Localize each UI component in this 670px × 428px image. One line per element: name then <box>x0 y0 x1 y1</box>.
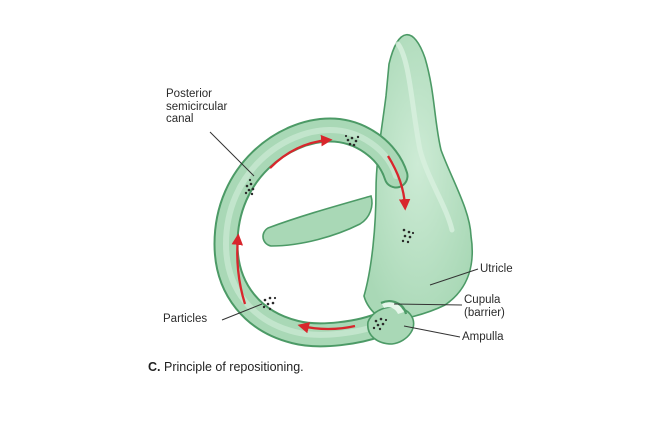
ampulla-label: Ampulla <box>462 331 504 343</box>
cupula <box>380 300 408 315</box>
cupula-fill <box>382 302 404 314</box>
cupula-label: Cupula (barrier) <box>464 294 505 319</box>
caption-text: Principle of repositioning. <box>163 360 304 374</box>
posterior-semicircular-canal <box>213 117 409 348</box>
cupula-label-line2: (barrier) <box>464 306 505 319</box>
leader-line-particles <box>221 303 263 321</box>
utricle-label: Utricle <box>480 263 513 275</box>
particle-cluster-bottom <box>372 317 388 331</box>
posterior-label: Posterior semicircular canal <box>166 88 227 126</box>
particle-cluster-upper-left <box>244 178 255 196</box>
utricle-body <box>363 33 474 323</box>
figure-caption: C. Principle of repositioning. <box>148 360 304 374</box>
posterior-label-line3: canal <box>166 113 194 125</box>
arrow-canal-bottom <box>297 322 356 334</box>
arrow-canal-top <box>269 134 333 169</box>
ampulla <box>367 306 415 345</box>
leader-line-posterior <box>209 131 255 177</box>
particle-cluster-lower-left <box>262 296 277 311</box>
caption-letter: C. <box>148 360 161 374</box>
particle-cluster-utricle <box>401 228 415 244</box>
particles-label: Particles <box>163 313 208 325</box>
arrow-canal-left <box>231 233 247 305</box>
arrow-canal-right <box>387 155 411 211</box>
leader-line-utricle <box>429 268 479 286</box>
horizontal-canal-branch <box>262 195 373 247</box>
particle-cluster-top <box>344 134 360 147</box>
cupula-label-line1: Cupula <box>464 294 501 306</box>
posterior-label-line1: Posterior <box>166 88 213 100</box>
posterior-label-line2: semicircular <box>166 100 228 113</box>
leader-line-cupula <box>393 303 463 306</box>
leader-line-ampulla <box>403 325 461 338</box>
